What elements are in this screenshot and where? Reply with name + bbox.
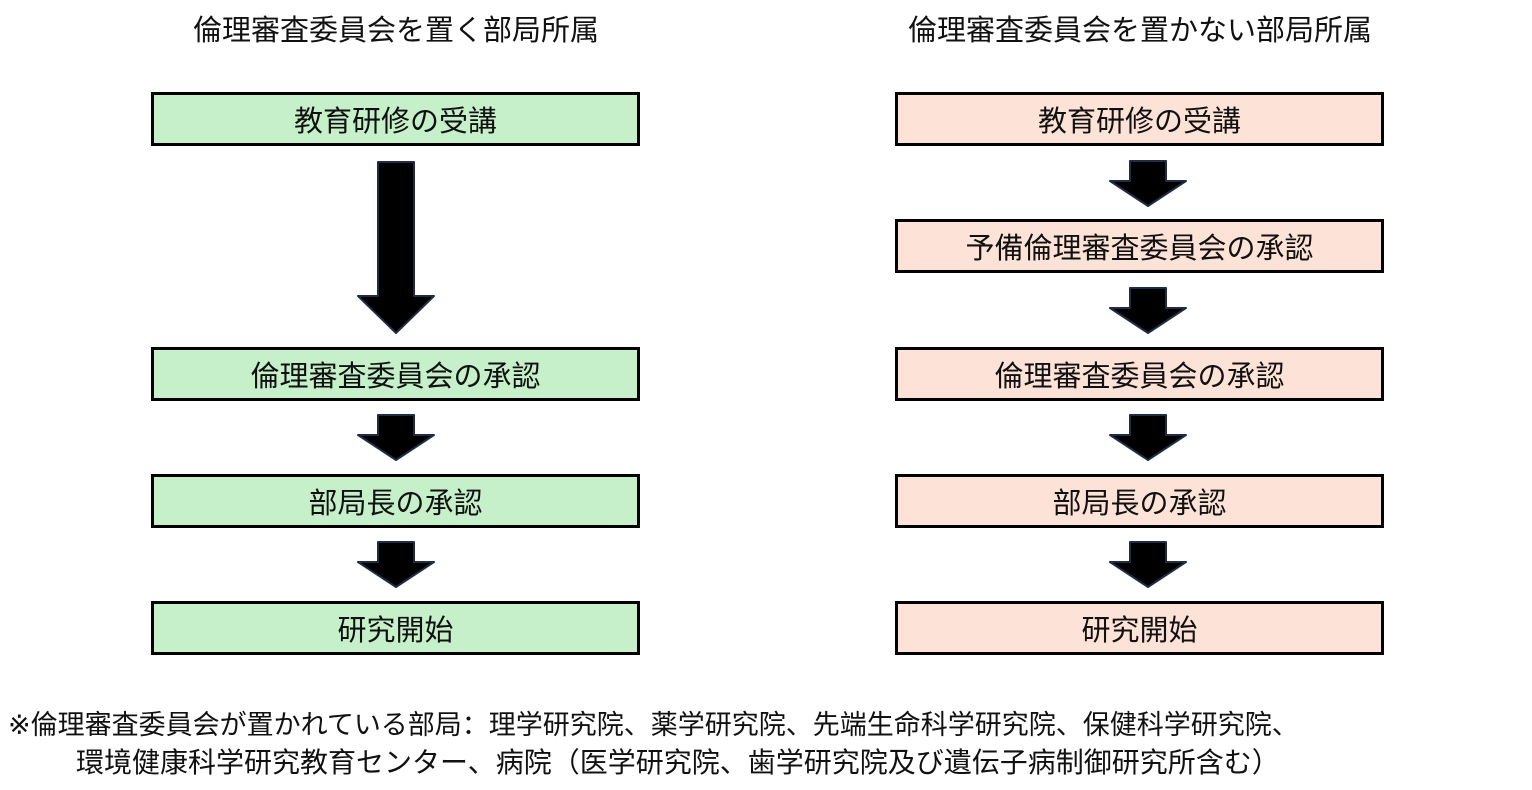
footnote-line-2: 環境健康科学研究教育センター、病院（医学研究院、歯学研究院及び遺伝子病制御研究所… [76, 746, 1280, 779]
left-step-dept-head-approval: 部局長の承認 [151, 474, 640, 528]
left-column-title: 倫理審査委員会を置く部局所属 [192, 13, 599, 47]
right-arrow-down-1 [1109, 160, 1187, 207]
right-step-dept-head-approval: 部局長の承認 [895, 474, 1384, 528]
right-step-ethics-approval: 倫理審査委員会の承認 [895, 347, 1384, 401]
left-arrow-down-long [357, 161, 435, 334]
right-arrow-down-3 [1109, 414, 1187, 461]
left-arrow-down-2 [357, 541, 435, 588]
footnote-line-1: ※倫理審査委員会が置かれている部局：理学研究院、薬学研究院、先端生命科学研究院、… [8, 710, 1299, 741]
right-step-preliminary-ethics-approval: 予備倫理審査委員会の承認 [895, 219, 1384, 273]
right-step-research-start: 研究開始 [895, 601, 1384, 655]
left-step-training: 教育研修の受講 [151, 92, 640, 146]
left-step-research-start: 研究開始 [151, 601, 640, 655]
right-arrow-down-2 [1109, 287, 1187, 334]
right-column-title: 倫理審査委員会を置かない部局所属 [907, 13, 1372, 47]
left-step-ethics-approval: 倫理審査委員会の承認 [151, 347, 640, 401]
right-arrow-down-4 [1109, 541, 1187, 588]
right-step-training: 教育研修の受講 [895, 92, 1384, 146]
left-arrow-down-1 [357, 414, 435, 461]
